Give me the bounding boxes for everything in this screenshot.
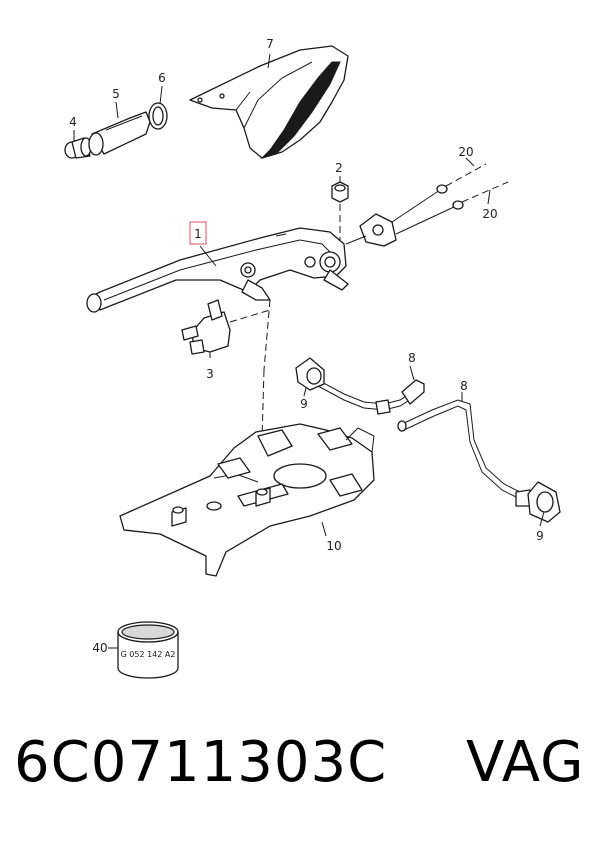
ring-marking-text: G 052 142 A2 <box>121 650 176 659</box>
part-8-upper-hose <box>317 379 425 415</box>
callout-20-bottom: 20 <box>482 207 497 221</box>
callout-5: 5 <box>112 87 120 101</box>
callout-7: 7 <box>266 37 274 51</box>
callout-labels: 7 6 5 4 2 20 20 1 3 9 8 8 9 10 40 <box>69 37 544 655</box>
callout-6: 6 <box>158 71 166 85</box>
callout-20-top: 20 <box>458 145 473 159</box>
callout-9-right: 9 <box>536 529 544 543</box>
callout-4: 4 <box>69 115 77 129</box>
part-9-upper-clip <box>295 357 325 391</box>
part-6-seal-ring <box>148 102 168 130</box>
part-8-right-hose <box>397 399 537 507</box>
footer-caption: 6C0711303C VAG <box>14 730 586 820</box>
part-10-base-plate <box>119 423 375 577</box>
part-1-handbrake-lever <box>86 227 349 313</box>
callout-9-upper: 9 <box>300 397 308 411</box>
part-9-right-clip <box>527 481 561 523</box>
brand-name: VAG <box>466 730 585 795</box>
part-1-highlight-box <box>189 221 207 245</box>
parts-diagram: G 052 142 A2 7 6 5 4 2 20 20 1 3 9 8 8 9… <box>64 37 561 679</box>
callout-10: 10 <box>326 539 341 553</box>
part-4-end-cap <box>64 137 92 159</box>
callout-2: 2 <box>335 161 343 175</box>
part-3-switch <box>181 299 271 355</box>
part-5-handle-grip <box>88 111 151 156</box>
leader-lines <box>73 53 545 649</box>
callout-8-upper: 8 <box>408 351 416 365</box>
part-20-cables <box>345 163 509 247</box>
callout-3: 3 <box>206 367 214 381</box>
callout-1: 1 <box>194 227 202 241</box>
part-40-ring: G 052 142 A2 <box>117 621 179 679</box>
part-7-cover <box>189 45 349 160</box>
part-2-nut <box>331 181 349 240</box>
callout-8-right: 8 <box>460 379 468 393</box>
part-number: 6C0711303C <box>14 730 388 795</box>
callout-40: 40 <box>92 641 107 655</box>
